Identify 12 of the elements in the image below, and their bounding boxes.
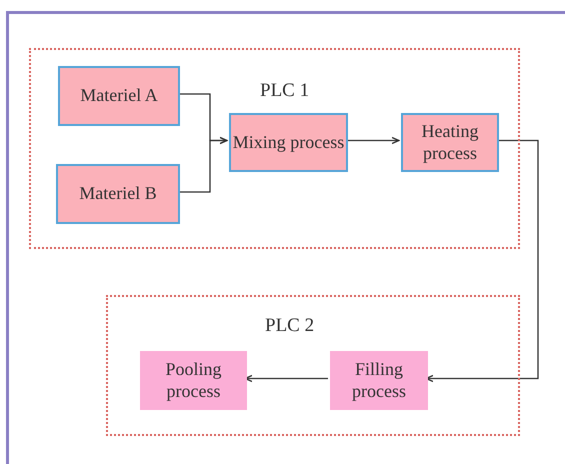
dashed-group-frame	[29, 48, 520, 249]
process-box: Heating process	[401, 113, 499, 172]
process-box: Pooling process	[140, 351, 247, 410]
process-box: Materiel A	[58, 66, 180, 126]
process-box: Materiel B	[56, 164, 180, 224]
process-box: Filling process	[330, 351, 428, 410]
group-title: PLC 2	[265, 315, 314, 337]
process-box: Mixing process	[229, 113, 348, 172]
arrow	[346, 136, 400, 144]
group-title: PLC 1	[260, 80, 310, 102]
arrow	[178, 136, 228, 193]
dashed-group-frame	[106, 295, 520, 436]
